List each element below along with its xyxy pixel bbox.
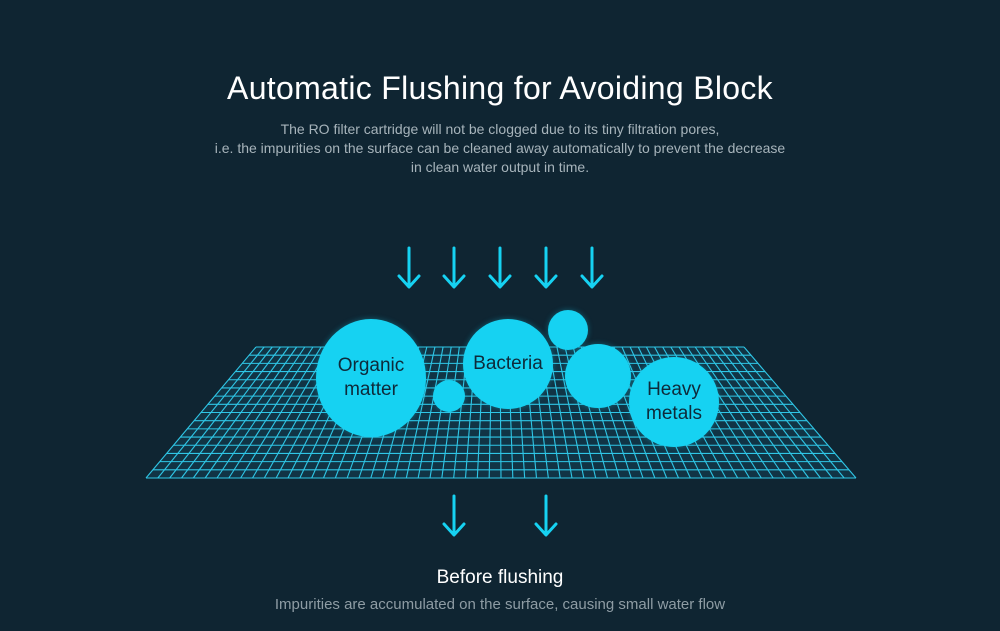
description-line: i.e. the impurities on the surface can b… (214, 140, 786, 156)
bubble-label: matter (344, 379, 398, 400)
arrow-down-icon (533, 494, 559, 538)
page-title: Automatic Flushing for Avoiding Block (227, 70, 773, 106)
bubble-label: Heavy (647, 379, 701, 400)
arrow-down-icon (441, 246, 467, 290)
arrow-down-icon (487, 246, 513, 290)
bubble-label: Bacteria (473, 353, 543, 374)
caption-title: Before flushing (436, 567, 564, 588)
small-particle (433, 380, 465, 412)
description: The RO filter cartridge will not be clog… (150, 120, 850, 177)
medium-particle (565, 344, 631, 408)
arrow-down-icon (579, 246, 605, 290)
bubble-heavy-metals: Heavy metals (629, 357, 719, 447)
bubble-label: Organic (337, 355, 405, 376)
bubble-label: metals (646, 403, 702, 424)
caption-text: Impurities are accumulated on the surfac… (274, 596, 726, 613)
description-line: in clean water output in time. (410, 159, 590, 175)
bubble-bacteria: Bacteria (463, 319, 553, 409)
arrow-down-icon (533, 246, 559, 290)
bubble-organic-matter: Organic matter (316, 319, 426, 437)
arrow-down-icon (441, 494, 467, 538)
description-line: The RO filter cartridge will not be clog… (280, 121, 720, 137)
small-particle (548, 310, 588, 350)
arrow-down-icon (396, 246, 422, 290)
